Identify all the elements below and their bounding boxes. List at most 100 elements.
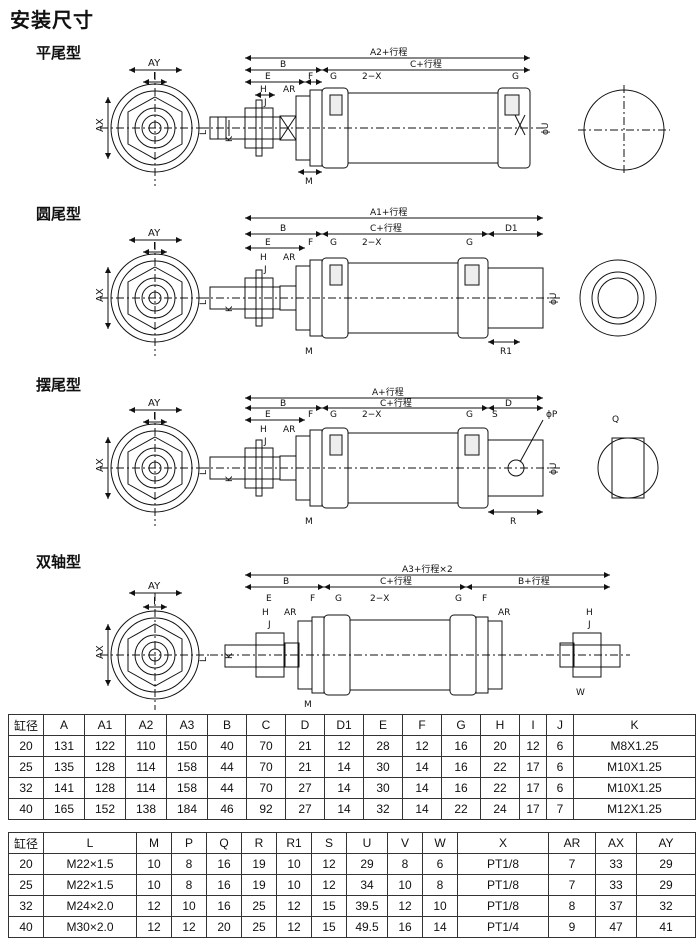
svg-text:G: G [455, 594, 462, 604]
table-cell: M10X1.25 [573, 756, 696, 778]
svg-text:H: H [260, 85, 267, 95]
table-cell: 22 [480, 756, 520, 778]
table-cell: 10 [136, 853, 172, 875]
table-header-cell: A1 [84, 714, 126, 736]
table-cell: 128 [84, 756, 126, 778]
svg-text:C+行程: C+行程 [410, 58, 442, 70]
svg-text:I: I [153, 411, 156, 422]
svg-text:ϕU: ϕU [549, 462, 559, 475]
svg-text:F: F [482, 594, 487, 604]
table-header-cell: AY [636, 832, 696, 854]
table-cell: 25 [8, 874, 44, 896]
svg-text:A+行程: A+行程 [372, 386, 404, 398]
svg-text:ϕU: ϕU [541, 122, 551, 135]
svg-text:K: K [225, 652, 235, 659]
table-cell: 24 [480, 798, 520, 820]
table-cell: 10 [276, 874, 312, 896]
drawing-double: AY I AX A3+行程×2 B C+行程 [95, 563, 630, 710]
table-header-cell: A [43, 714, 85, 736]
table-cell: 14 [402, 798, 442, 820]
table-cell: 16 [206, 853, 242, 875]
table-header-cell: B [207, 714, 247, 736]
table-cell: 122 [84, 735, 126, 757]
table-cell: 6 [546, 756, 574, 778]
table-cell: 17 [519, 756, 547, 778]
table-cell: 70 [246, 777, 286, 799]
svg-text:D1: D1 [505, 224, 518, 234]
table-cell: 29 [636, 874, 696, 896]
table-header-cell: D1 [324, 714, 364, 736]
table-cell: PT1/8 [457, 853, 549, 875]
table-cell: 16 [441, 735, 481, 757]
svg-text:AR: AR [498, 608, 510, 618]
svg-text:Q: Q [612, 415, 619, 425]
table-cell: 46 [207, 798, 247, 820]
table-cell: 14 [324, 798, 364, 820]
table-cell: 32 [636, 895, 696, 917]
table-cell: 19 [241, 874, 277, 896]
table-row: 20 M22×1.5 10 8 16 19 10 12 29 8 6 PT1/8… [8, 853, 696, 875]
table-header-cell: AX [595, 832, 637, 854]
table-cell: 40 [8, 916, 44, 938]
table-cell: 10 [387, 874, 423, 896]
end-view-round [579, 259, 657, 337]
table-header-cell: AR [548, 832, 596, 854]
svg-text:K: K [225, 475, 235, 482]
table-header-cell: 缸径 [8, 832, 44, 854]
table-cell: 10 [276, 853, 312, 875]
table-cell: 28 [363, 735, 403, 757]
svg-text:K: K [225, 305, 235, 312]
svg-text:AY: AY [148, 398, 161, 409]
table-row: 25 M22×1.5 10 8 16 19 10 12 34 10 8 PT1/… [8, 874, 696, 896]
svg-text:I: I [153, 71, 156, 82]
svg-text:S: S [492, 410, 498, 420]
table-cell: 114 [125, 756, 167, 778]
table-cell: 16 [441, 756, 481, 778]
section-label-swing: 摆尾型 [36, 376, 82, 394]
table-cell: 34 [346, 874, 388, 896]
table-cell: 7 [548, 874, 596, 896]
svg-text:G: G [335, 594, 342, 604]
table-cell: 158 [166, 777, 208, 799]
table-cell: 20 [206, 916, 242, 938]
svg-text:2−X: 2−X [362, 410, 381, 420]
table-cell: 184 [166, 798, 208, 820]
svg-text:A1+行程: A1+行程 [370, 206, 407, 218]
drawing-round: AY I AX A1+行程 B C+行程 [95, 206, 657, 357]
svg-text:AR: AR [283, 425, 295, 435]
dimension-table-2: 缸径 L M P Q R R1 S U V W X AR AX AY 20 M2… [8, 832, 696, 938]
table-cell: 9 [548, 916, 596, 938]
svg-text:G: G [330, 410, 337, 420]
svg-text:G: G [466, 238, 473, 248]
table-cell: 6 [422, 853, 458, 875]
table-cell: 12 [519, 735, 547, 757]
table-cell: 8 [548, 895, 596, 917]
section-label-flat: 平尾型 [36, 44, 82, 62]
table-cell: 92 [246, 798, 286, 820]
table-cell: 12 [311, 853, 347, 875]
svg-text:E: E [265, 410, 271, 420]
svg-text:F: F [308, 238, 313, 248]
table-header-cell: W [422, 832, 458, 854]
svg-text:M: M [304, 700, 312, 710]
table-cell: 138 [125, 798, 167, 820]
table-cell: 40 [8, 798, 44, 820]
table-cell: 15 [311, 895, 347, 917]
table-header-cell: K [573, 714, 696, 736]
svg-text:AR: AR [283, 253, 295, 263]
svg-text:F: F [308, 410, 313, 420]
table-cell: 21 [285, 756, 325, 778]
end-view-flat [578, 85, 670, 175]
table-header-cell: A3 [166, 714, 208, 736]
svg-text:C+行程: C+行程 [380, 397, 412, 409]
page-title: 安装尺寸 [10, 8, 94, 32]
svg-text:E: E [265, 72, 271, 82]
table-cell: PT1/8 [457, 874, 549, 896]
table-row: 32 141 128 114 158 44 70 27 14 30 14 16 … [8, 777, 696, 799]
table-cell: 12 [136, 895, 172, 917]
table-cell: 12 [324, 735, 364, 757]
table-cell: 27 [285, 798, 325, 820]
table-cell: 19 [241, 853, 277, 875]
svg-text:G: G [330, 72, 337, 82]
table-cell: 70 [246, 756, 286, 778]
